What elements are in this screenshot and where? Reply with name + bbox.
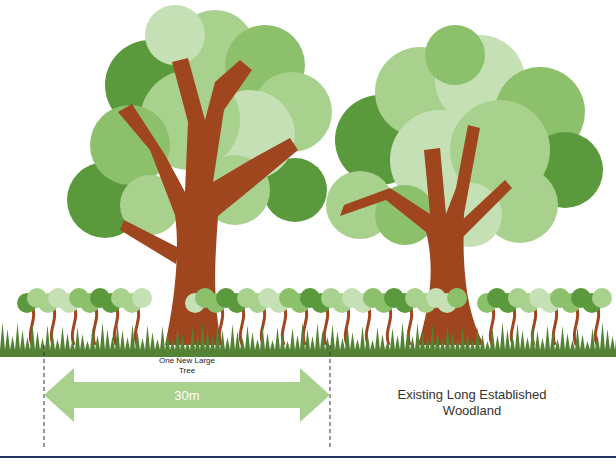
canopy-blob bbox=[425, 25, 485, 85]
dimension-line bbox=[330, 345, 331, 450]
young-tree-leaf bbox=[447, 288, 467, 308]
dimension-line bbox=[44, 345, 45, 450]
dimension-arrow: 30m bbox=[44, 368, 330, 422]
large-tree-trunk bbox=[118, 58, 298, 345]
large-tree-branch bbox=[120, 220, 179, 264]
tree-canopies bbox=[67, 5, 603, 247]
grass-blades bbox=[0, 322, 616, 357]
dimension-value: 30m bbox=[174, 388, 199, 403]
young-tree-leaf bbox=[592, 288, 612, 308]
base-rule bbox=[0, 456, 616, 458]
grass-strip bbox=[0, 322, 616, 357]
tree-trunks bbox=[118, 58, 512, 345]
span-label: One New Large Tree bbox=[152, 356, 222, 376]
existing-tree-branch bbox=[460, 180, 512, 238]
double-arrow bbox=[44, 368, 330, 422]
canopy-blob bbox=[145, 5, 205, 65]
woodland-label: Existing Long Established Woodland bbox=[372, 387, 572, 420]
young-tree-leaf bbox=[132, 288, 152, 308]
